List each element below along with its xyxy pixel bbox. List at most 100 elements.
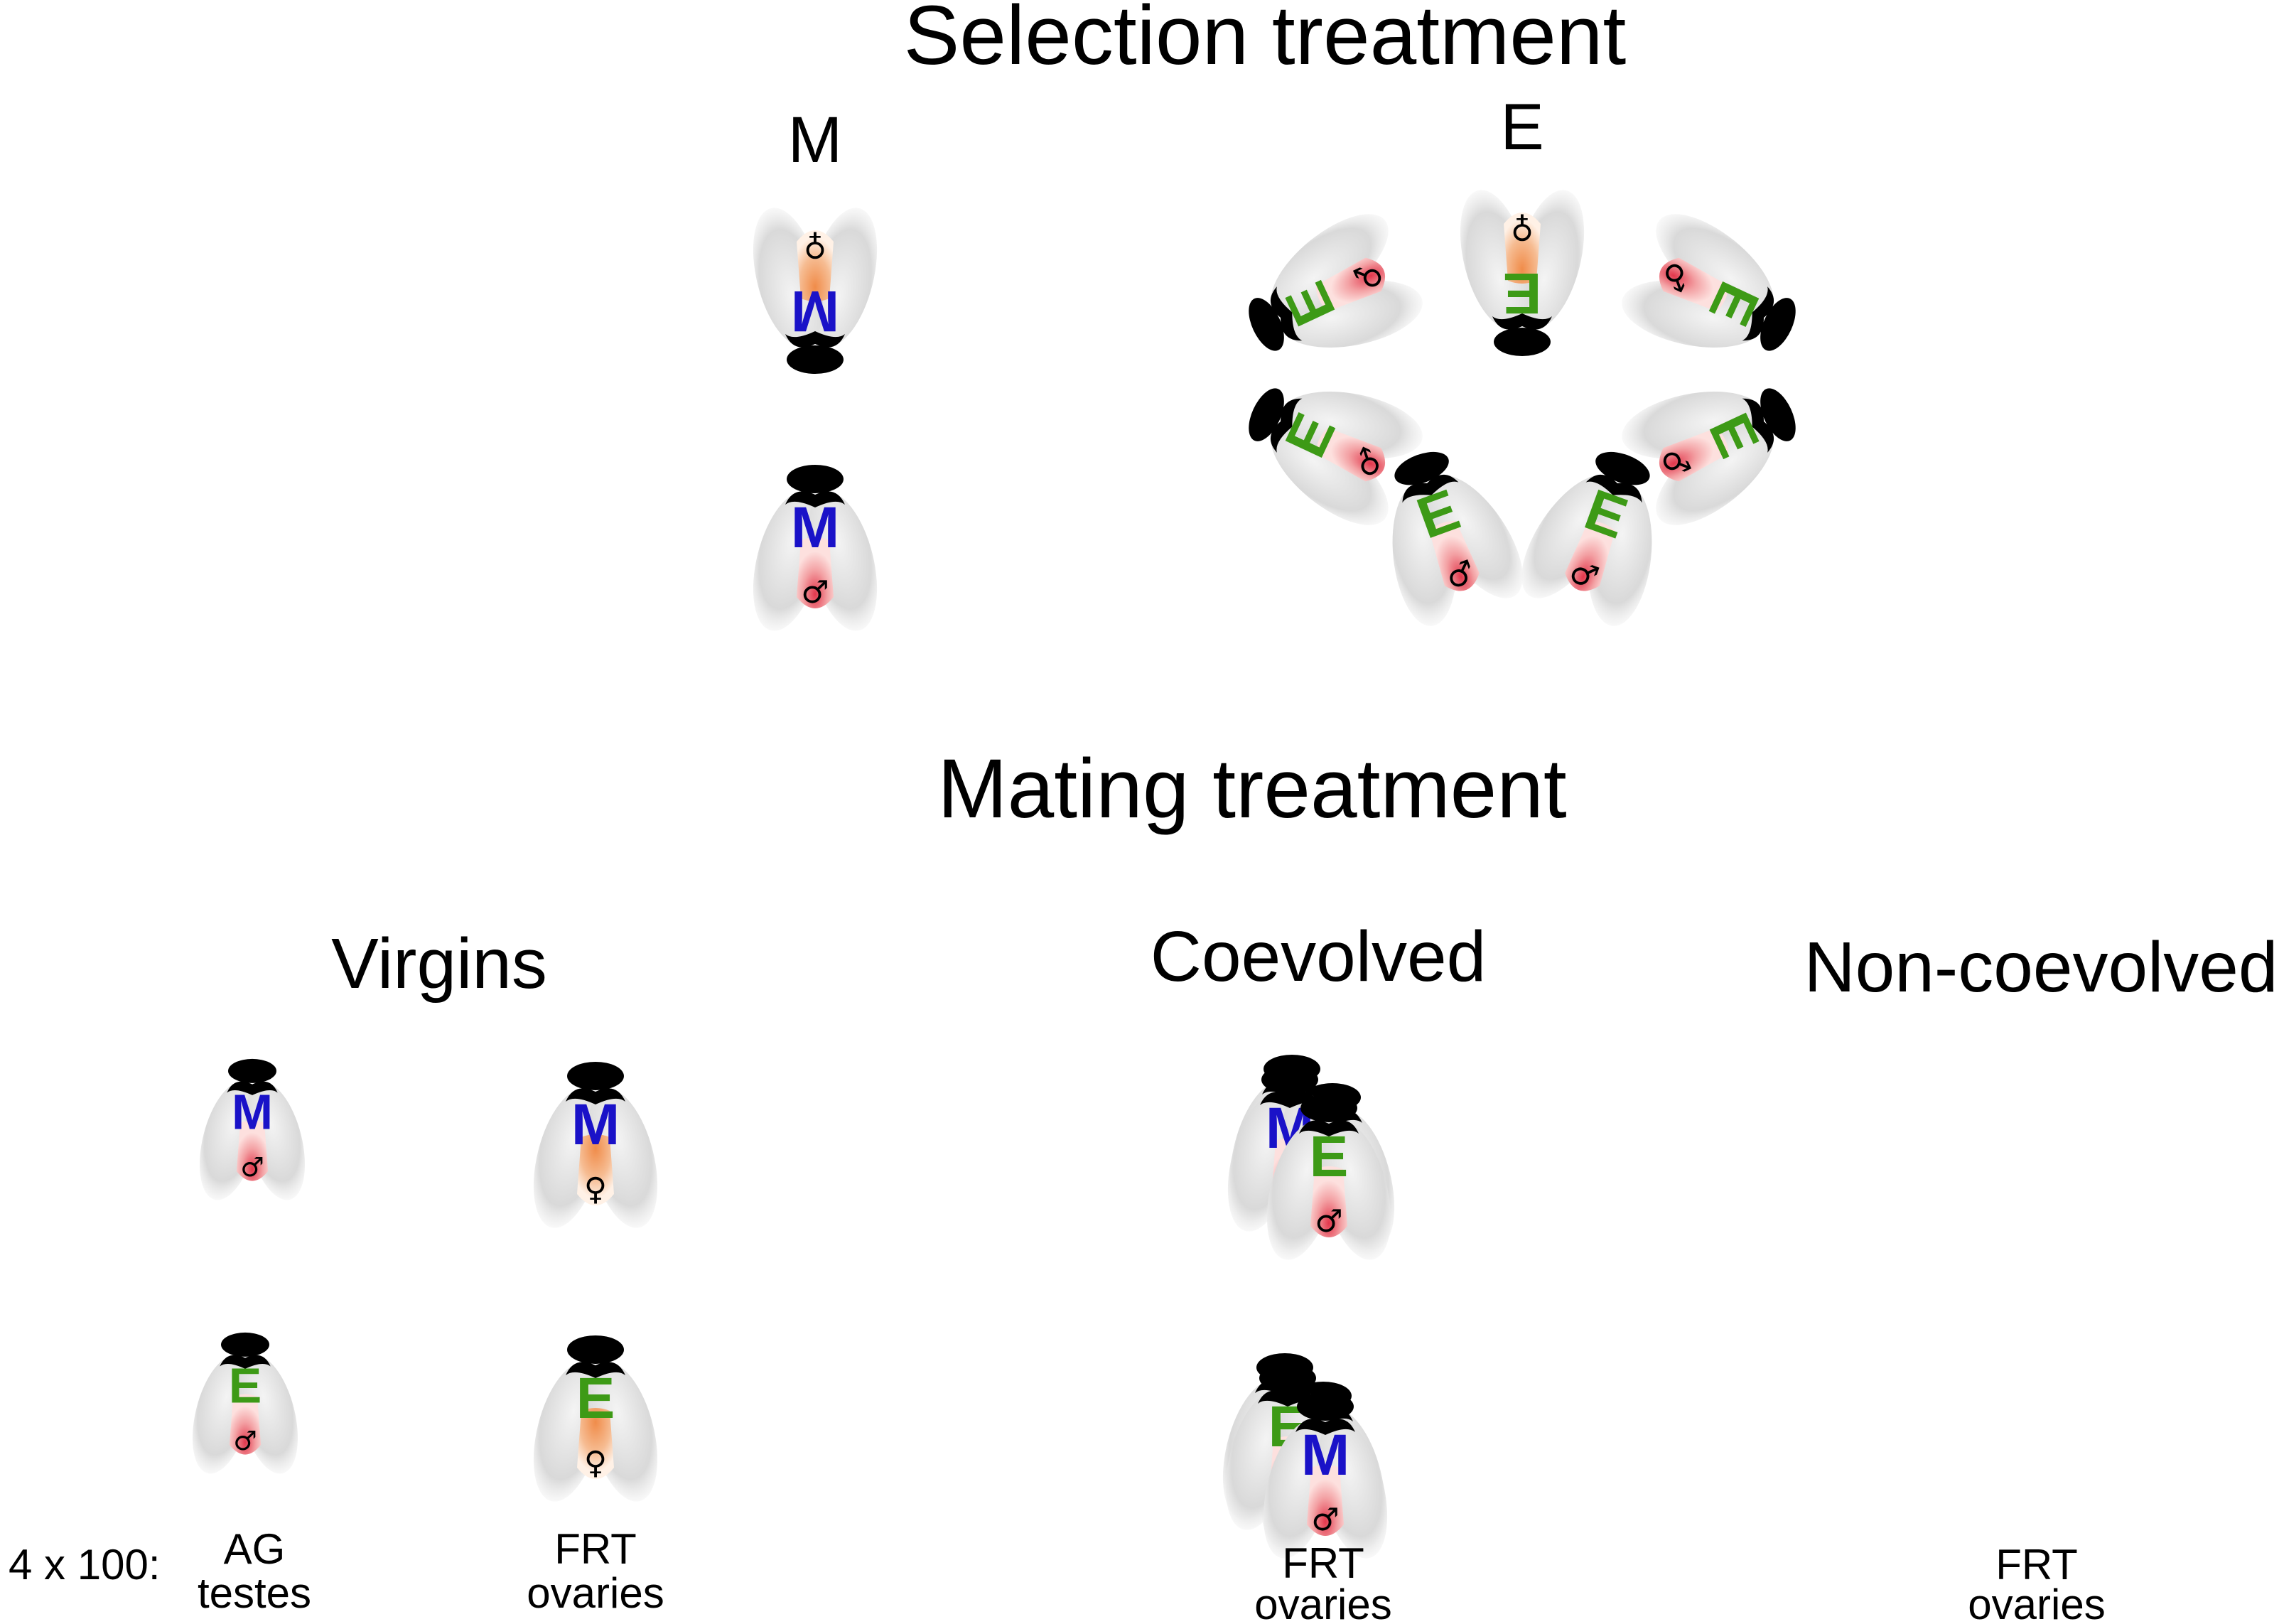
population-letter: M	[791, 495, 839, 560]
thorax-icon	[227, 1081, 278, 1095]
female-symbol-icon: ♀	[804, 228, 826, 264]
abdomen	[797, 230, 834, 301]
mating-group-noncoevolved: Non-coevolved	[1804, 927, 2278, 1007]
head-icon	[1595, 451, 1650, 485]
thorax-icon	[1260, 1092, 1320, 1108]
fly-male-m: ♂M	[199, 1058, 306, 1200]
population-letter: M	[232, 1085, 273, 1140]
head-icon	[221, 1332, 269, 1357]
fly-male-e: ♂E	[1266, 1094, 1391, 1260]
male-symbol-icon: ♂	[240, 1151, 264, 1183]
head-icon	[567, 1335, 624, 1364]
head-icon	[1394, 451, 1449, 485]
head-icon	[1297, 1392, 1354, 1421]
male-symbol-icon: ♂	[233, 1425, 257, 1456]
fly-male-e: ♂E	[1249, 388, 1423, 525]
tissue-coevolved-2: ovaries	[1254, 1581, 1391, 1624]
tissue-male-virgin-1: AG	[224, 1525, 286, 1573]
fly-male-e: ♂E	[1622, 388, 1796, 525]
head-icon	[1261, 1065, 1318, 1094]
abdomen	[1429, 521, 1480, 591]
selection-group-e: E	[1500, 91, 1543, 163]
fly-male-e: ♂E	[1622, 214, 1796, 351]
thorax-icon	[1295, 1419, 1355, 1435]
abdomen	[1307, 1465, 1344, 1536]
abdomen	[1659, 257, 1729, 312]
tissue-noncoevolved-1: FRT	[1995, 1541, 2078, 1588]
abdomen	[577, 1408, 614, 1479]
selection-group-m: M	[788, 104, 843, 176]
population-letter: E	[229, 1358, 262, 1414]
mating-group-coevolved: Coevolved	[1151, 917, 1487, 996]
abdomen	[797, 537, 834, 608]
fly-layer: ♀M♂M♀E♂E♂E♂E♂E♂E♂E♂M♀M♂E♀E♂M♂M♂E♂E♂M♂E♂E…	[192, 190, 1796, 1559]
abdomen	[1565, 521, 1615, 591]
fly-male-e: ♂E	[1392, 451, 1523, 626]
tissue-female-virgin-1: FRT	[554, 1525, 637, 1573]
head-icon	[228, 1058, 276, 1083]
wing-right	[1656, 423, 1774, 525]
head-icon	[1259, 1364, 1316, 1392]
selection-title: Selection treatment	[904, 0, 1627, 82]
fly-female-e: ♀E	[533, 1335, 658, 1502]
abdomen	[1310, 1166, 1347, 1237]
wing-left	[1656, 214, 1774, 316]
mating-group-virgins: Virgins	[331, 924, 547, 1004]
wing-right	[1428, 475, 1523, 598]
population-letter: E	[1503, 261, 1542, 326]
head-icon	[1494, 328, 1551, 356]
head-icon	[787, 345, 844, 374]
abdomen	[1659, 427, 1729, 482]
female-symbol-icon: ♀	[584, 1171, 607, 1208]
thorax-icon	[1271, 398, 1303, 453]
fly-male-e: ♂E	[1249, 214, 1423, 351]
population-letter: M	[571, 1092, 620, 1157]
thorax-icon	[1492, 313, 1552, 330]
head-icon	[787, 465, 844, 493]
tissue-noncoevolved-2: ovaries	[1968, 1581, 2105, 1624]
wing-right	[1588, 484, 1652, 626]
male-symbol-icon: ♂	[801, 574, 829, 611]
population-letter: M	[791, 279, 839, 343]
abdomen	[229, 1394, 262, 1455]
female-symbol-icon: ♀	[1511, 210, 1534, 247]
replicates-label: 4 x 100:	[9, 1541, 161, 1588]
fly-male-m: ♂M	[1263, 1392, 1388, 1559]
thorax-icon	[1258, 1390, 1318, 1407]
tissue-male-virgin-2: testes	[198, 1569, 311, 1617]
thorax-icon	[566, 1088, 625, 1104]
population-letter: M	[1301, 1423, 1349, 1488]
abdomen	[577, 1134, 614, 1205]
head-icon	[1300, 1094, 1357, 1122]
fly-female-m: ♀M	[533, 1062, 658, 1228]
fly-male-e: ♂E	[1521, 451, 1652, 626]
mating-title: Mating treatment	[937, 742, 1566, 836]
population-letter: E	[576, 1366, 615, 1431]
fly-male-m: ♂M	[753, 465, 878, 631]
thorax-icon	[566, 1362, 625, 1378]
fly-female-m: ♀M	[753, 208, 878, 374]
thorax-icon	[1299, 1120, 1359, 1136]
thorax-icon	[1402, 474, 1459, 503]
thorax-icon	[1271, 286, 1303, 341]
wing-right	[1622, 280, 1762, 348]
head-icon	[567, 1062, 624, 1090]
abdomen	[1315, 427, 1386, 482]
abdomen	[1315, 257, 1386, 312]
wing-right	[1271, 214, 1389, 316]
tissue-female-virgin-2: ovaries	[527, 1569, 664, 1617]
male-symbol-icon: ♂	[1311, 1502, 1339, 1538]
wing-left	[1521, 475, 1617, 598]
thorax-icon	[1585, 474, 1642, 503]
thorax-icon	[1742, 398, 1774, 453]
thorax-icon	[1742, 286, 1774, 341]
population-letter: E	[1310, 1124, 1349, 1189]
thorax-icon	[785, 491, 845, 507]
thorax-icon	[785, 331, 845, 348]
male-symbol-icon: ♂	[1315, 1203, 1342, 1239]
fly-male-e: ♂E	[192, 1332, 298, 1474]
thorax-icon	[220, 1355, 271, 1369]
fly-female-e: ♀E	[1460, 190, 1585, 356]
wing-right	[1282, 392, 1423, 459]
